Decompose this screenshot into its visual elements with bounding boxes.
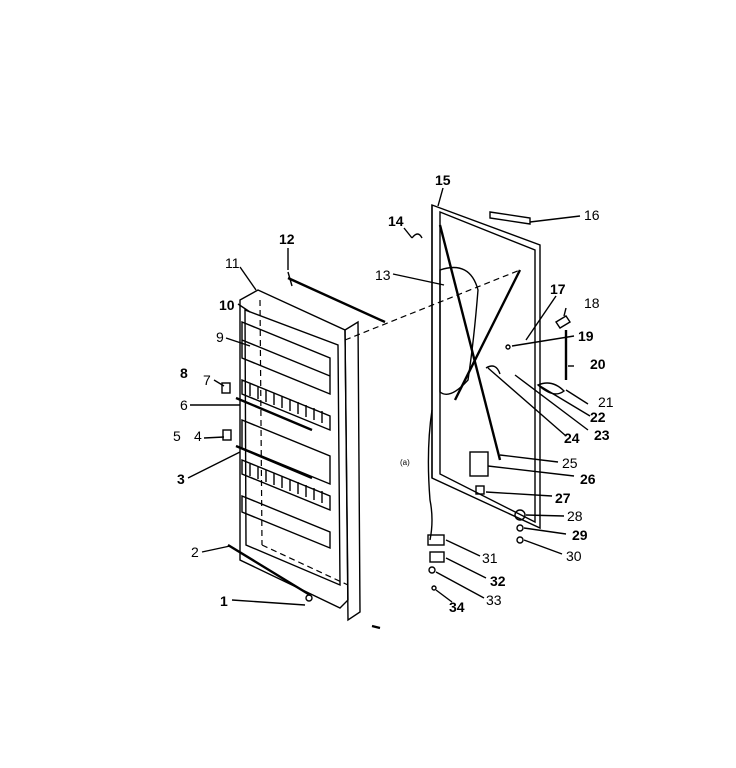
- shelf-clips: [221, 382, 313, 602]
- callout-17: 17: [550, 281, 566, 297]
- callout-11: 11: [225, 255, 240, 271]
- callout-15: 15: [435, 172, 451, 188]
- callout-6: 6: [180, 397, 188, 413]
- callout-22: 22: [590, 409, 606, 425]
- callout-32: 32: [490, 573, 506, 589]
- shelf-rails: [227, 271, 386, 630]
- callout-1: 1: [220, 593, 228, 609]
- callout-2: 2: [191, 544, 199, 560]
- callout-20: 20: [590, 356, 606, 372]
- callout-29: 29: [572, 527, 588, 543]
- leader-lines: [187, 187, 591, 606]
- callout-27: 27: [555, 490, 571, 506]
- callout-12: 12: [279, 231, 295, 247]
- callout-7: 7: [203, 372, 211, 388]
- outer-door-panel: [427, 203, 541, 541]
- callout-23: 23: [594, 427, 610, 443]
- callout-21: 21: [598, 394, 614, 410]
- callout-labels: 1 2 3 5 4 6 8 7 9 10 11 12 13 14 15 16 1…: [173, 172, 614, 615]
- callout-24: 24: [564, 430, 580, 446]
- callout-34: 34: [449, 599, 465, 615]
- callout-18: 18: [584, 295, 600, 311]
- callout-16: 16: [584, 207, 600, 223]
- callout-14: 14: [388, 213, 404, 229]
- callout-28: 28: [567, 508, 583, 524]
- callout-5: 5: [173, 428, 181, 444]
- callout-4: 4: [194, 428, 202, 444]
- door-shelves: [241, 320, 331, 550]
- hinge-hardware: [411, 211, 571, 591]
- callout-26: 26: [580, 471, 596, 487]
- callout-10: 10: [219, 297, 235, 313]
- note-marker: (a): [400, 458, 410, 467]
- callout-9: 9: [216, 329, 224, 345]
- callout-33: 33: [486, 592, 502, 608]
- callout-13: 13: [375, 267, 391, 283]
- callout-31: 31: [482, 550, 498, 566]
- callout-8: 8: [180, 365, 188, 381]
- callout-30: 30: [566, 548, 582, 564]
- callout-19: 19: [578, 328, 594, 344]
- callout-25: 25: [562, 455, 578, 471]
- callout-3: 3: [177, 471, 185, 487]
